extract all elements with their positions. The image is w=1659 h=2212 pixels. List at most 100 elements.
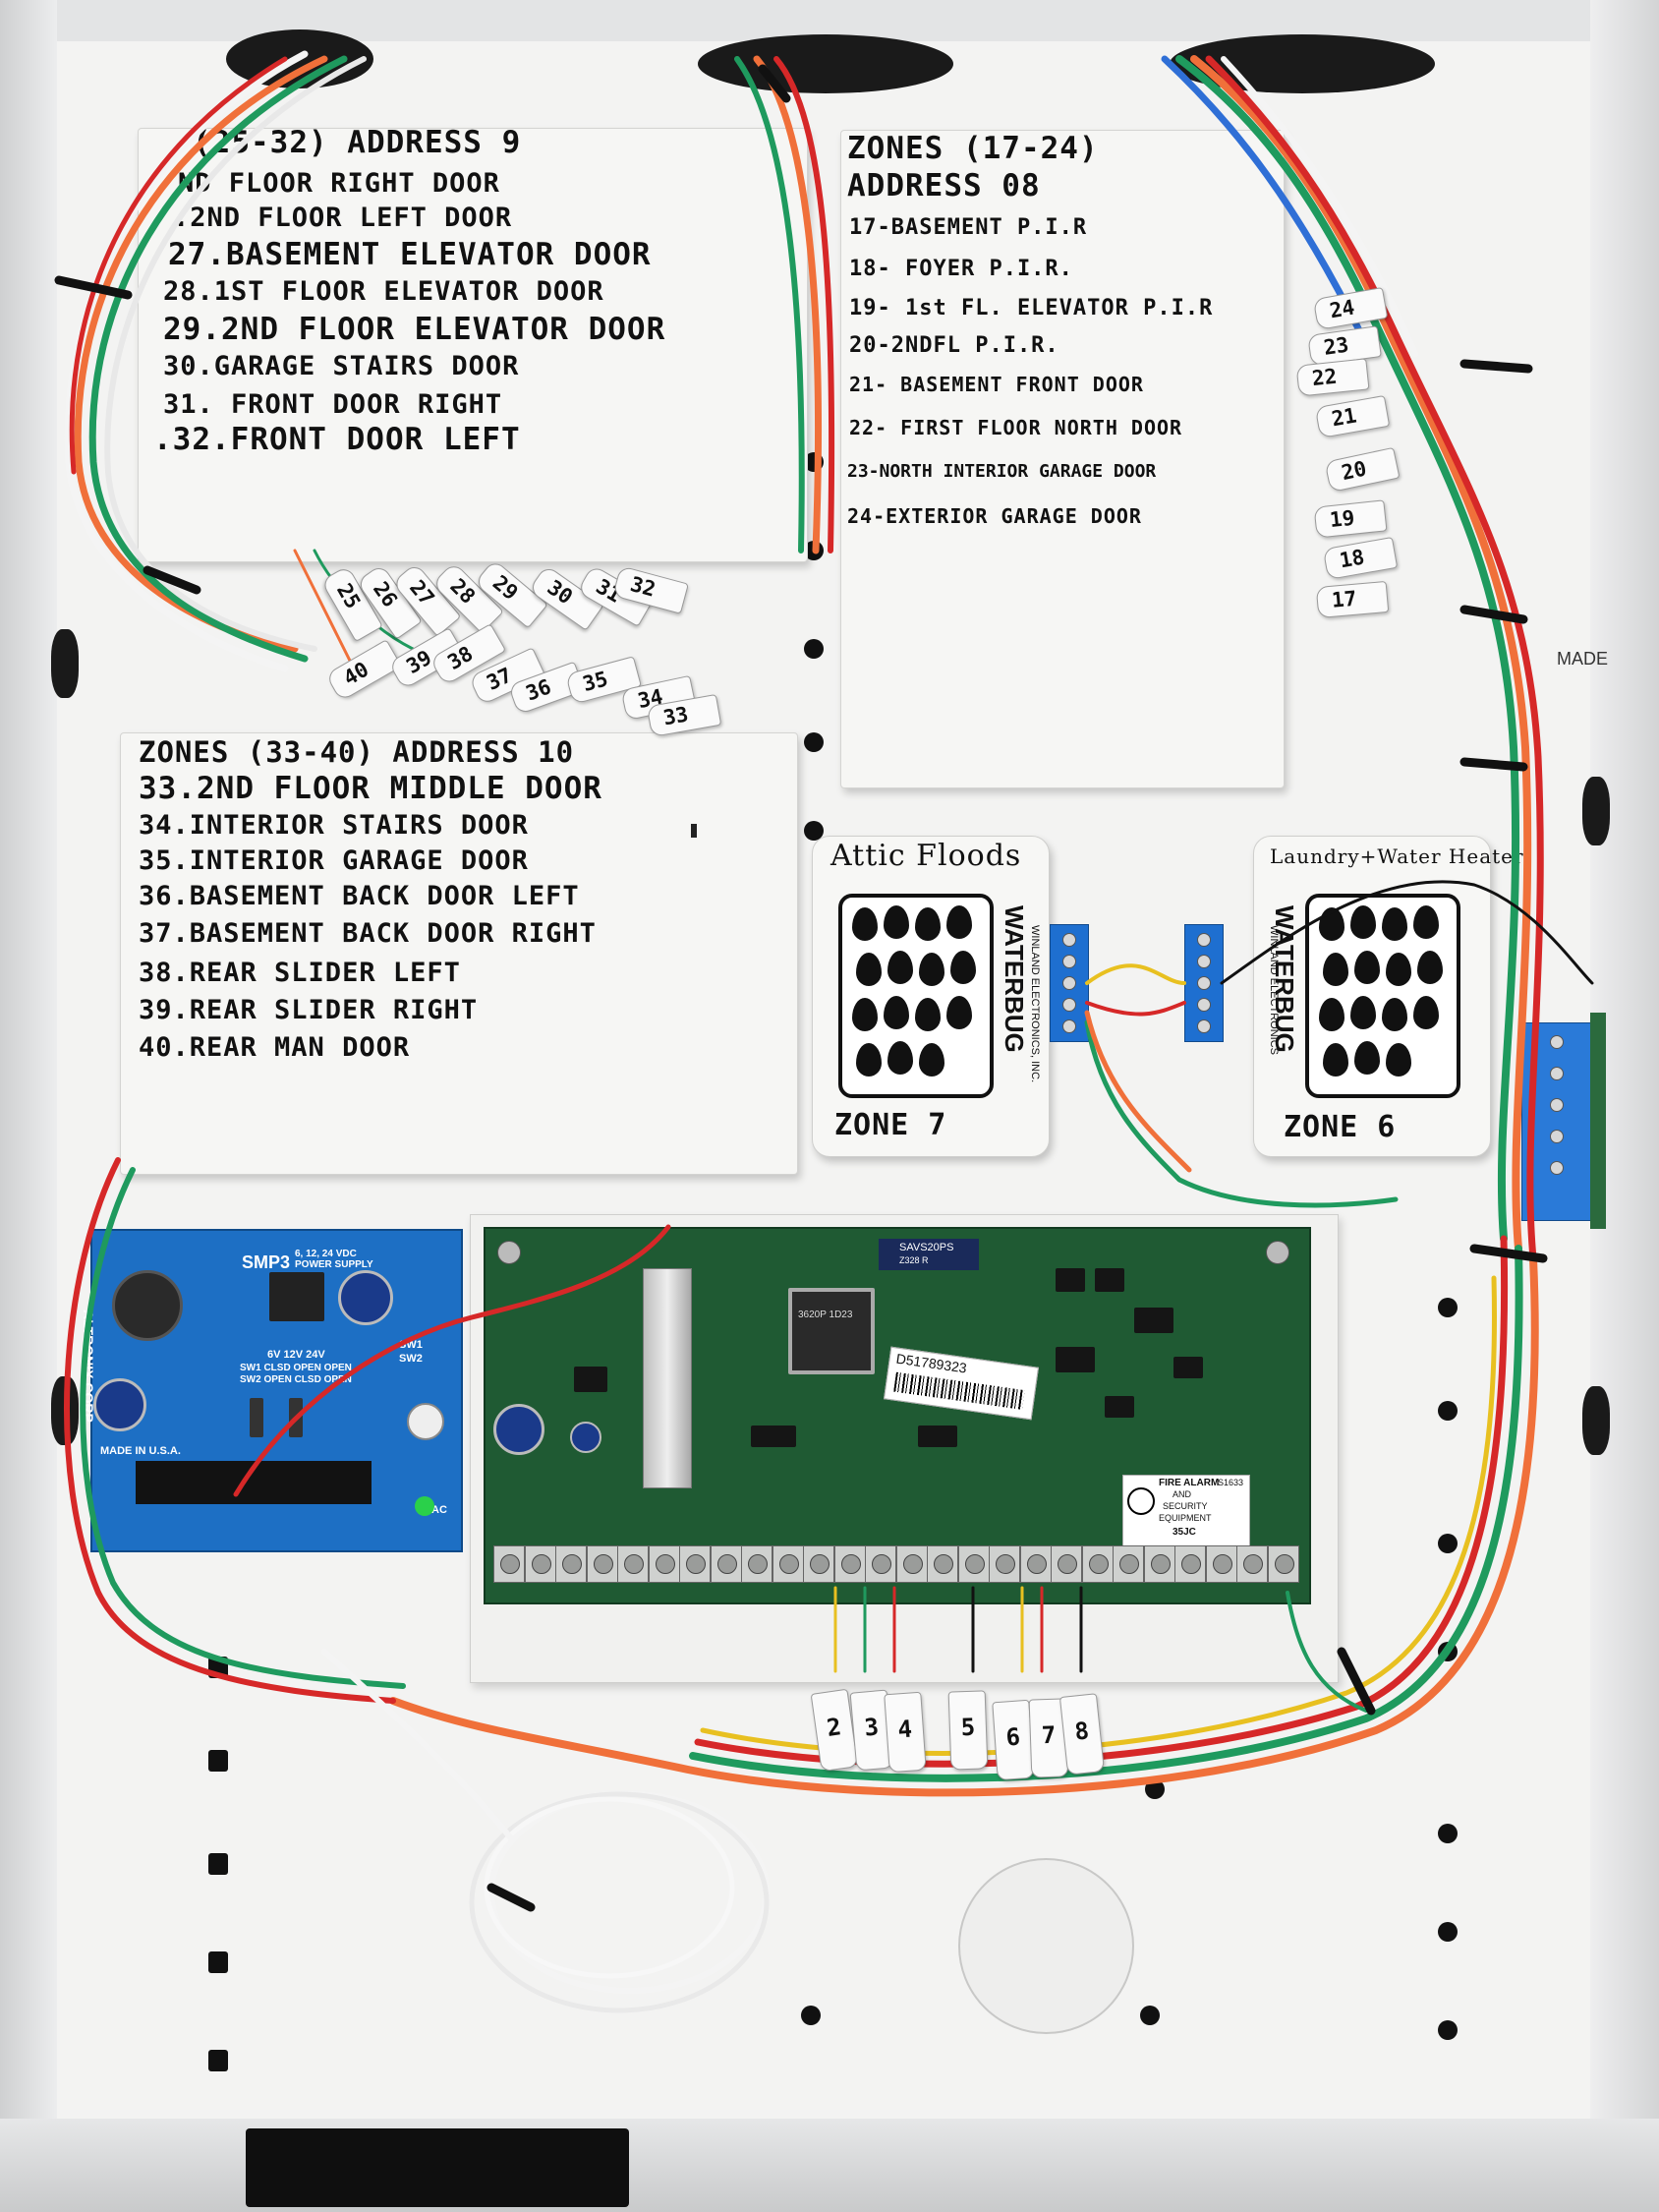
zone-tag-number: 2 — [825, 1713, 843, 1742]
zone-tag-number: 21 — [1330, 403, 1359, 432]
side-slot — [1582, 777, 1610, 845]
ic-chip — [751, 1426, 796, 1447]
zone-line: 22- FIRST FLOOR NORTH DOOR — [849, 416, 1183, 439]
terminal-screw — [927, 1545, 958, 1583]
control-board-terminal-strip — [493, 1545, 1301, 1587]
mounting-slot — [208, 2050, 228, 2071]
capacitor — [493, 1404, 544, 1455]
ul-logo-icon — [1127, 1487, 1155, 1515]
terminal-block — [1050, 924, 1089, 1042]
zone-line: 28.1ST FLOOR ELEVATOR DOOR — [163, 276, 604, 307]
zone-tag-number: 40 — [339, 657, 373, 691]
mounting-hole — [1438, 1534, 1458, 1553]
zone-tag-number: 6 — [1004, 1722, 1021, 1752]
card-address: ADDRESS 08 — [847, 168, 1041, 204]
alarm-control-board: 3620P 1D23 D51789323 SAVS20PS Z328 R FIR… — [484, 1227, 1311, 1604]
terminal-screw — [1174, 1545, 1206, 1583]
ic-chip — [1095, 1268, 1124, 1292]
zone-tag-number: 4 — [896, 1715, 913, 1744]
mounting-slot — [208, 1750, 228, 1772]
zone-tag-number: 7 — [1041, 1720, 1057, 1750]
mounting-hole — [1140, 2006, 1160, 2025]
terminal-screw — [493, 1545, 525, 1583]
mounting-hole — [804, 821, 824, 841]
terminal-screw — [1205, 1545, 1237, 1583]
mounting-screw — [1266, 1241, 1289, 1264]
terminal-screw — [833, 1545, 866, 1583]
zone-tag-number: 18 — [1338, 545, 1367, 573]
mounting-screw — [497, 1241, 521, 1264]
mounting-hole — [1438, 1298, 1458, 1317]
zone-line: .32.FRONT DOOR LEFT — [153, 422, 521, 457]
terminal-screw — [648, 1545, 680, 1583]
capacitor — [93, 1378, 146, 1431]
mounting-hole — [1145, 1779, 1165, 1799]
chip-label: 3620P 1D23 — [798, 1310, 853, 1320]
zone-line: 33.2ND FLOOR MIDDLE DOOR — [139, 771, 602, 806]
psu-made-in: MADE IN U.S.A. — [100, 1445, 181, 1457]
zone-line: 39.REAR SLIDER RIGHT — [139, 995, 479, 1025]
zone-line: 37.BASEMENT BACK DOOR RIGHT — [139, 918, 597, 949]
mounting-hole — [804, 639, 824, 659]
ul-line: FIRE ALARM — [1159, 1478, 1220, 1488]
zone-line: 27.BASEMENT ELEVATOR DOOR — [168, 237, 652, 272]
zone-tag-number: 23 — [1322, 332, 1350, 360]
terminal-screw — [679, 1545, 711, 1583]
zone-expander-card-25-32: (25-32) ADDRESS 9 ND FLOOR RIGHT DOOR .2… — [138, 125, 808, 562]
zone-tag-number: 32 — [627, 572, 658, 602]
regulator — [250, 1398, 263, 1437]
zone-tag-number: 5 — [960, 1713, 976, 1742]
zone-line: 38.REAR SLIDER LEFT — [139, 958, 461, 988]
microcontroller-chip — [788, 1288, 875, 1374]
ul-line: SECURITY — [1163, 1501, 1208, 1511]
model-sticker-sub: Z328 R — [899, 1255, 929, 1265]
capacitor — [338, 1270, 393, 1325]
terminal-screw — [1143, 1545, 1175, 1583]
mounting-hole — [1438, 1401, 1458, 1421]
zone-tag-number: 36 — [522, 674, 554, 706]
zone-line: ND FLOOR RIGHT DOOR — [178, 168, 500, 199]
ic-chip — [1134, 1308, 1173, 1333]
psu-sw2: SW2 — [399, 1353, 423, 1365]
zone-tag-number: 24 — [1328, 295, 1357, 323]
ul-line: EQUIPMENT — [1159, 1513, 1212, 1523]
capacitor — [112, 1270, 183, 1341]
mounting-hole — [804, 732, 824, 752]
waterbug-sensor-right: Laundry+Water Heater WATERBUG WINLAND EL… — [1253, 836, 1523, 1157]
waterbug-handwritten-title: Attic Floods — [830, 839, 1022, 873]
terminal-block — [1184, 924, 1224, 1042]
terminal-screw — [803, 1545, 834, 1583]
ul-line: AND — [1173, 1489, 1192, 1499]
terminal-screw — [555, 1545, 587, 1583]
zone-tag-right: 17 — [1315, 580, 1390, 619]
psu-model: SMP3 — [242, 1252, 291, 1272]
zone-expander-card-17-24: ZONES (17-24) ADDRESS 08 17-BASEMENT P.I… — [840, 130, 1285, 788]
waterbug-sensor-left: Attic Floods WATERBUG WINLAND ELECTRONIC… — [812, 836, 1050, 1157]
mounting-hole — [1438, 1922, 1458, 1942]
zone-line: 24-EXTERIOR GARAGE DOOR — [847, 504, 1142, 528]
zone-line: 31. FRONT DOOR RIGHT — [163, 389, 503, 420]
waterbug-handwritten-title: Laundry+Water Heater — [1270, 844, 1524, 868]
terminal-screw — [865, 1545, 896, 1583]
zone-line: 35.INTERIOR GARAGE DOOR — [139, 845, 529, 876]
mounting-slot — [208, 1951, 228, 1973]
mounting-hole — [1438, 2020, 1458, 2040]
terminal-screw — [957, 1545, 990, 1583]
capacitor — [570, 1422, 601, 1453]
zone-line: 17-BASEMENT P.I.R — [849, 215, 1088, 240]
card-header: ZONES (17-24) — [847, 131, 1099, 166]
zone-line: 34.INTERIOR STAIRS DOOR — [139, 810, 529, 841]
terminal-screw — [1113, 1545, 1144, 1583]
ul-code: S1633 — [1218, 1478, 1244, 1487]
led — [415, 1496, 434, 1516]
ic-chip — [1105, 1396, 1134, 1418]
zone-tag-number: 22 — [1310, 364, 1339, 391]
ul-line: 35JC — [1173, 1527, 1196, 1538]
potentiometer — [407, 1403, 444, 1440]
ic-chip — [1056, 1347, 1095, 1372]
terminal-screw — [989, 1545, 1020, 1583]
zone-tag-number: 8 — [1073, 1717, 1091, 1746]
power-supply-board: SMP3 6, 12, 24 VDC POWER SUPPLY ALTRONIX… — [81, 1229, 463, 1552]
